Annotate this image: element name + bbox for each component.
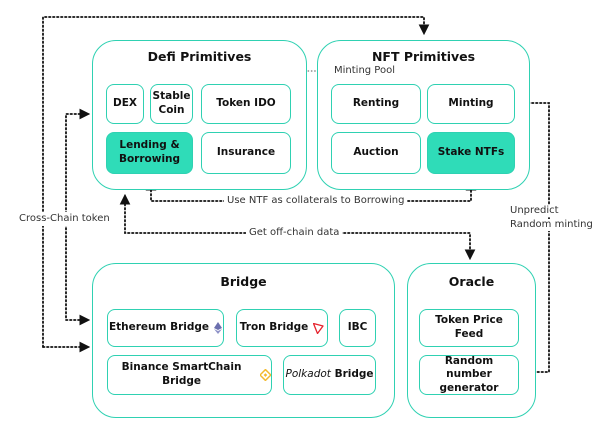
tron-bridge-box: Tron Bridge xyxy=(236,309,328,347)
cross-chain-label: Cross-Chain token xyxy=(18,212,111,226)
outer-loop-connector xyxy=(42,16,430,348)
auction-box: Auction xyxy=(331,132,421,174)
random-number-generator-box: Random number generator xyxy=(419,355,519,395)
binance-icon xyxy=(260,369,271,381)
defi-primitives-title: Defi Primitives xyxy=(147,49,252,64)
renting-box: Renting xyxy=(331,84,421,124)
bridge-title: Bridge xyxy=(220,274,267,289)
dex-box: DEX xyxy=(106,84,144,124)
ethereum-bridge-box: Ethereum Bridge xyxy=(107,309,224,347)
ibc-box: IBC xyxy=(339,309,376,347)
lending-borrowing-box: Lending & Borrowing xyxy=(106,132,193,174)
collateral-connector xyxy=(145,179,477,202)
random-minting-label: Random minting xyxy=(509,219,594,231)
binance-bridge-label: Binance SmartChain Bridge xyxy=(121,361,242,387)
polkadot-logo-text: Polkadot xyxy=(285,368,331,381)
polkadot-bridge-box: Polkadot Bridge xyxy=(283,355,376,395)
unpredict-label: Unpredict xyxy=(509,205,560,217)
tron-icon xyxy=(313,322,324,334)
token-price-feed-box: Token Price Feed xyxy=(419,309,519,347)
stable-coin-box: Stable Coin xyxy=(150,84,193,124)
token-ido-box: Token IDO xyxy=(201,84,291,124)
binance-bridge-box: Binance SmartChain Bridge xyxy=(107,355,272,395)
minting-pool-label: Minting Pool xyxy=(331,65,398,77)
collateral-label: Use NTF as collaterals to Borrowing xyxy=(224,195,408,207)
insurance-box: Insurance xyxy=(201,132,291,174)
offchain-label: Get off-chain data xyxy=(246,227,343,239)
random-minting-connector xyxy=(517,97,550,378)
ethereum-bridge-label: Ethereum Bridge xyxy=(108,321,210,334)
stake-nfts-box: Stake NTFs xyxy=(427,132,515,174)
ethereum-icon xyxy=(214,322,223,334)
tron-bridge-label: Tron Bridge xyxy=(239,321,309,334)
oracle-title: Oracle xyxy=(448,274,495,289)
nft-primitives-title: NFT Primitives xyxy=(371,49,476,64)
minting-box: Minting xyxy=(427,84,515,124)
polkadot-bridge-label: Bridge xyxy=(334,368,374,381)
